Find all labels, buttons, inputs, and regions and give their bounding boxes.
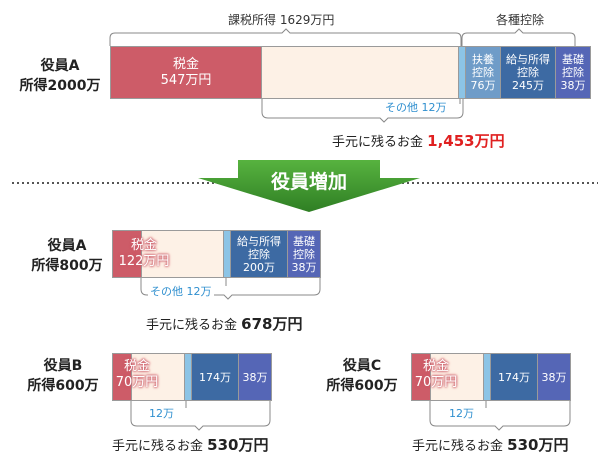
other-label-b: 12万 xyxy=(147,405,176,421)
tax-text-a: 税金 122万円 xyxy=(118,238,170,269)
tax-text-c: 税金 70万円 xyxy=(414,359,458,390)
deductions-bracket xyxy=(461,28,576,46)
taxable-income-bracket xyxy=(109,28,462,46)
remaining-money-b: 手元に残るお金 530万円 xyxy=(112,436,269,454)
down-arrow-icon xyxy=(198,160,420,212)
arrow-label: 役員増加 xyxy=(270,171,347,193)
remaining-money-c: 手元に残るお金 530万円 xyxy=(412,436,569,454)
salary-deduction-segment-b: 174万 xyxy=(191,353,239,401)
tax-amount: 547万円 xyxy=(160,73,212,88)
remaining-segment-a xyxy=(141,230,224,278)
person-name: 役員A xyxy=(40,58,80,74)
salary-deduction-segment-top: 給与所得 控除 245万 xyxy=(500,46,556,99)
salary-deduction-segment-c: 174万 xyxy=(490,353,538,401)
remaining-money-top: 手元に残るお金 1,453万円 xyxy=(332,132,505,150)
remaining-bracket-c xyxy=(429,401,571,431)
basic-deduction-segment-b: 38万 xyxy=(238,353,272,401)
other-label-top: その他 12万 xyxy=(383,99,449,115)
person-label-top: 役員A 所得2000万 xyxy=(14,56,106,96)
remaining-segment-top xyxy=(261,46,459,99)
remaining-segment-c xyxy=(430,353,484,401)
remaining-bracket-top xyxy=(261,98,464,123)
remaining-bracket-a xyxy=(140,278,321,300)
dependent-deduction-segment: 扶養 控除 76万 xyxy=(465,46,501,99)
salary-deduction-segment-a: 給与所得 控除 200万 xyxy=(230,230,288,278)
officer-c-label: 役員C 所得600万 xyxy=(326,358,398,394)
person-income: 所得2000万 xyxy=(19,78,101,94)
other-label-c: 12万 xyxy=(447,405,476,421)
remaining-money-a: 手元に残るお金 678万円 xyxy=(146,315,303,333)
basic-deduction-segment-top: 基礎 控除 38万 xyxy=(555,46,591,99)
remaining-bracket-b xyxy=(130,401,271,431)
basic-deduction-segment-a: 基礎 控除 38万 xyxy=(287,230,321,278)
taxable-income-label: 課税所得 1629万円 xyxy=(228,13,335,27)
officer-a-label: 役員A 所得800万 xyxy=(31,238,103,274)
officer-b-label: 役員B 所得600万 xyxy=(27,358,99,394)
tax-text-b: 税金 70万円 xyxy=(115,359,159,390)
deductions-label: 各種控除 xyxy=(496,13,545,27)
other-label-a: その他 12万 xyxy=(148,283,214,299)
tax-label: 税金 xyxy=(172,57,199,72)
remaining-segment-b xyxy=(131,353,185,401)
tax-segment-top: 税金 547万円 xyxy=(110,46,262,99)
basic-deduction-segment-c: 38万 xyxy=(537,353,571,401)
